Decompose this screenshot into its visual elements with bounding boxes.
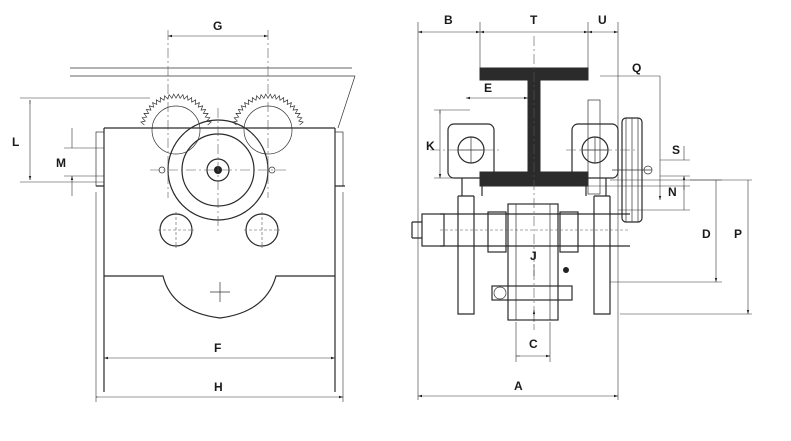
center-lines	[150, 30, 286, 232]
label-s: S	[672, 143, 680, 157]
dim-btu-ext	[417, 22, 619, 400]
dim-k-line	[434, 109, 470, 179]
label-a: A	[514, 379, 523, 393]
dim-s-line	[660, 146, 690, 190]
dim-l-line	[20, 97, 150, 183]
left-axle-stub	[95, 131, 105, 187]
label-n: N	[668, 185, 677, 199]
label-h: H	[214, 380, 223, 394]
dim-n-line	[588, 185, 690, 211]
rail-lines	[70, 67, 355, 77]
right-axle-stub	[334, 131, 344, 187]
dim-q-line	[600, 75, 660, 200]
label-g: G	[213, 19, 222, 33]
label-c: C	[529, 337, 538, 351]
label-k: K	[426, 139, 435, 153]
axle-nut	[421, 213, 445, 247]
dim-m-line	[64, 128, 104, 196]
rail-end	[337, 75, 356, 129]
label-e: E	[484, 81, 492, 95]
gear-wheels	[140, 93, 304, 155]
label-m: M	[56, 156, 66, 170]
label-u: U	[598, 13, 607, 27]
label-b: B	[444, 13, 453, 27]
dimension-labels: G L M F H B T U Q E K S N D P J C A	[12, 13, 742, 394]
label-l: L	[12, 135, 19, 149]
trolley-side-plates	[457, 196, 611, 315]
left-spacer	[487, 211, 507, 253]
label-p: P	[734, 227, 742, 241]
pinion	[587, 99, 601, 195]
right-spacer	[559, 211, 579, 253]
front-view	[20, 30, 356, 402]
side-view	[411, 22, 752, 400]
left-wheel-block	[447, 123, 495, 179]
label-t: T	[530, 13, 538, 27]
center-cross	[210, 282, 230, 302]
label-d: D	[702, 227, 711, 241]
dim-p-line	[620, 179, 752, 315]
label-f: F	[214, 341, 221, 355]
label-j: J	[530, 249, 537, 263]
dim-h-ext	[95, 192, 344, 402]
side-plate-cutout	[104, 275, 335, 319]
hook-pin	[491, 285, 573, 301]
label-q: Q	[632, 61, 641, 75]
